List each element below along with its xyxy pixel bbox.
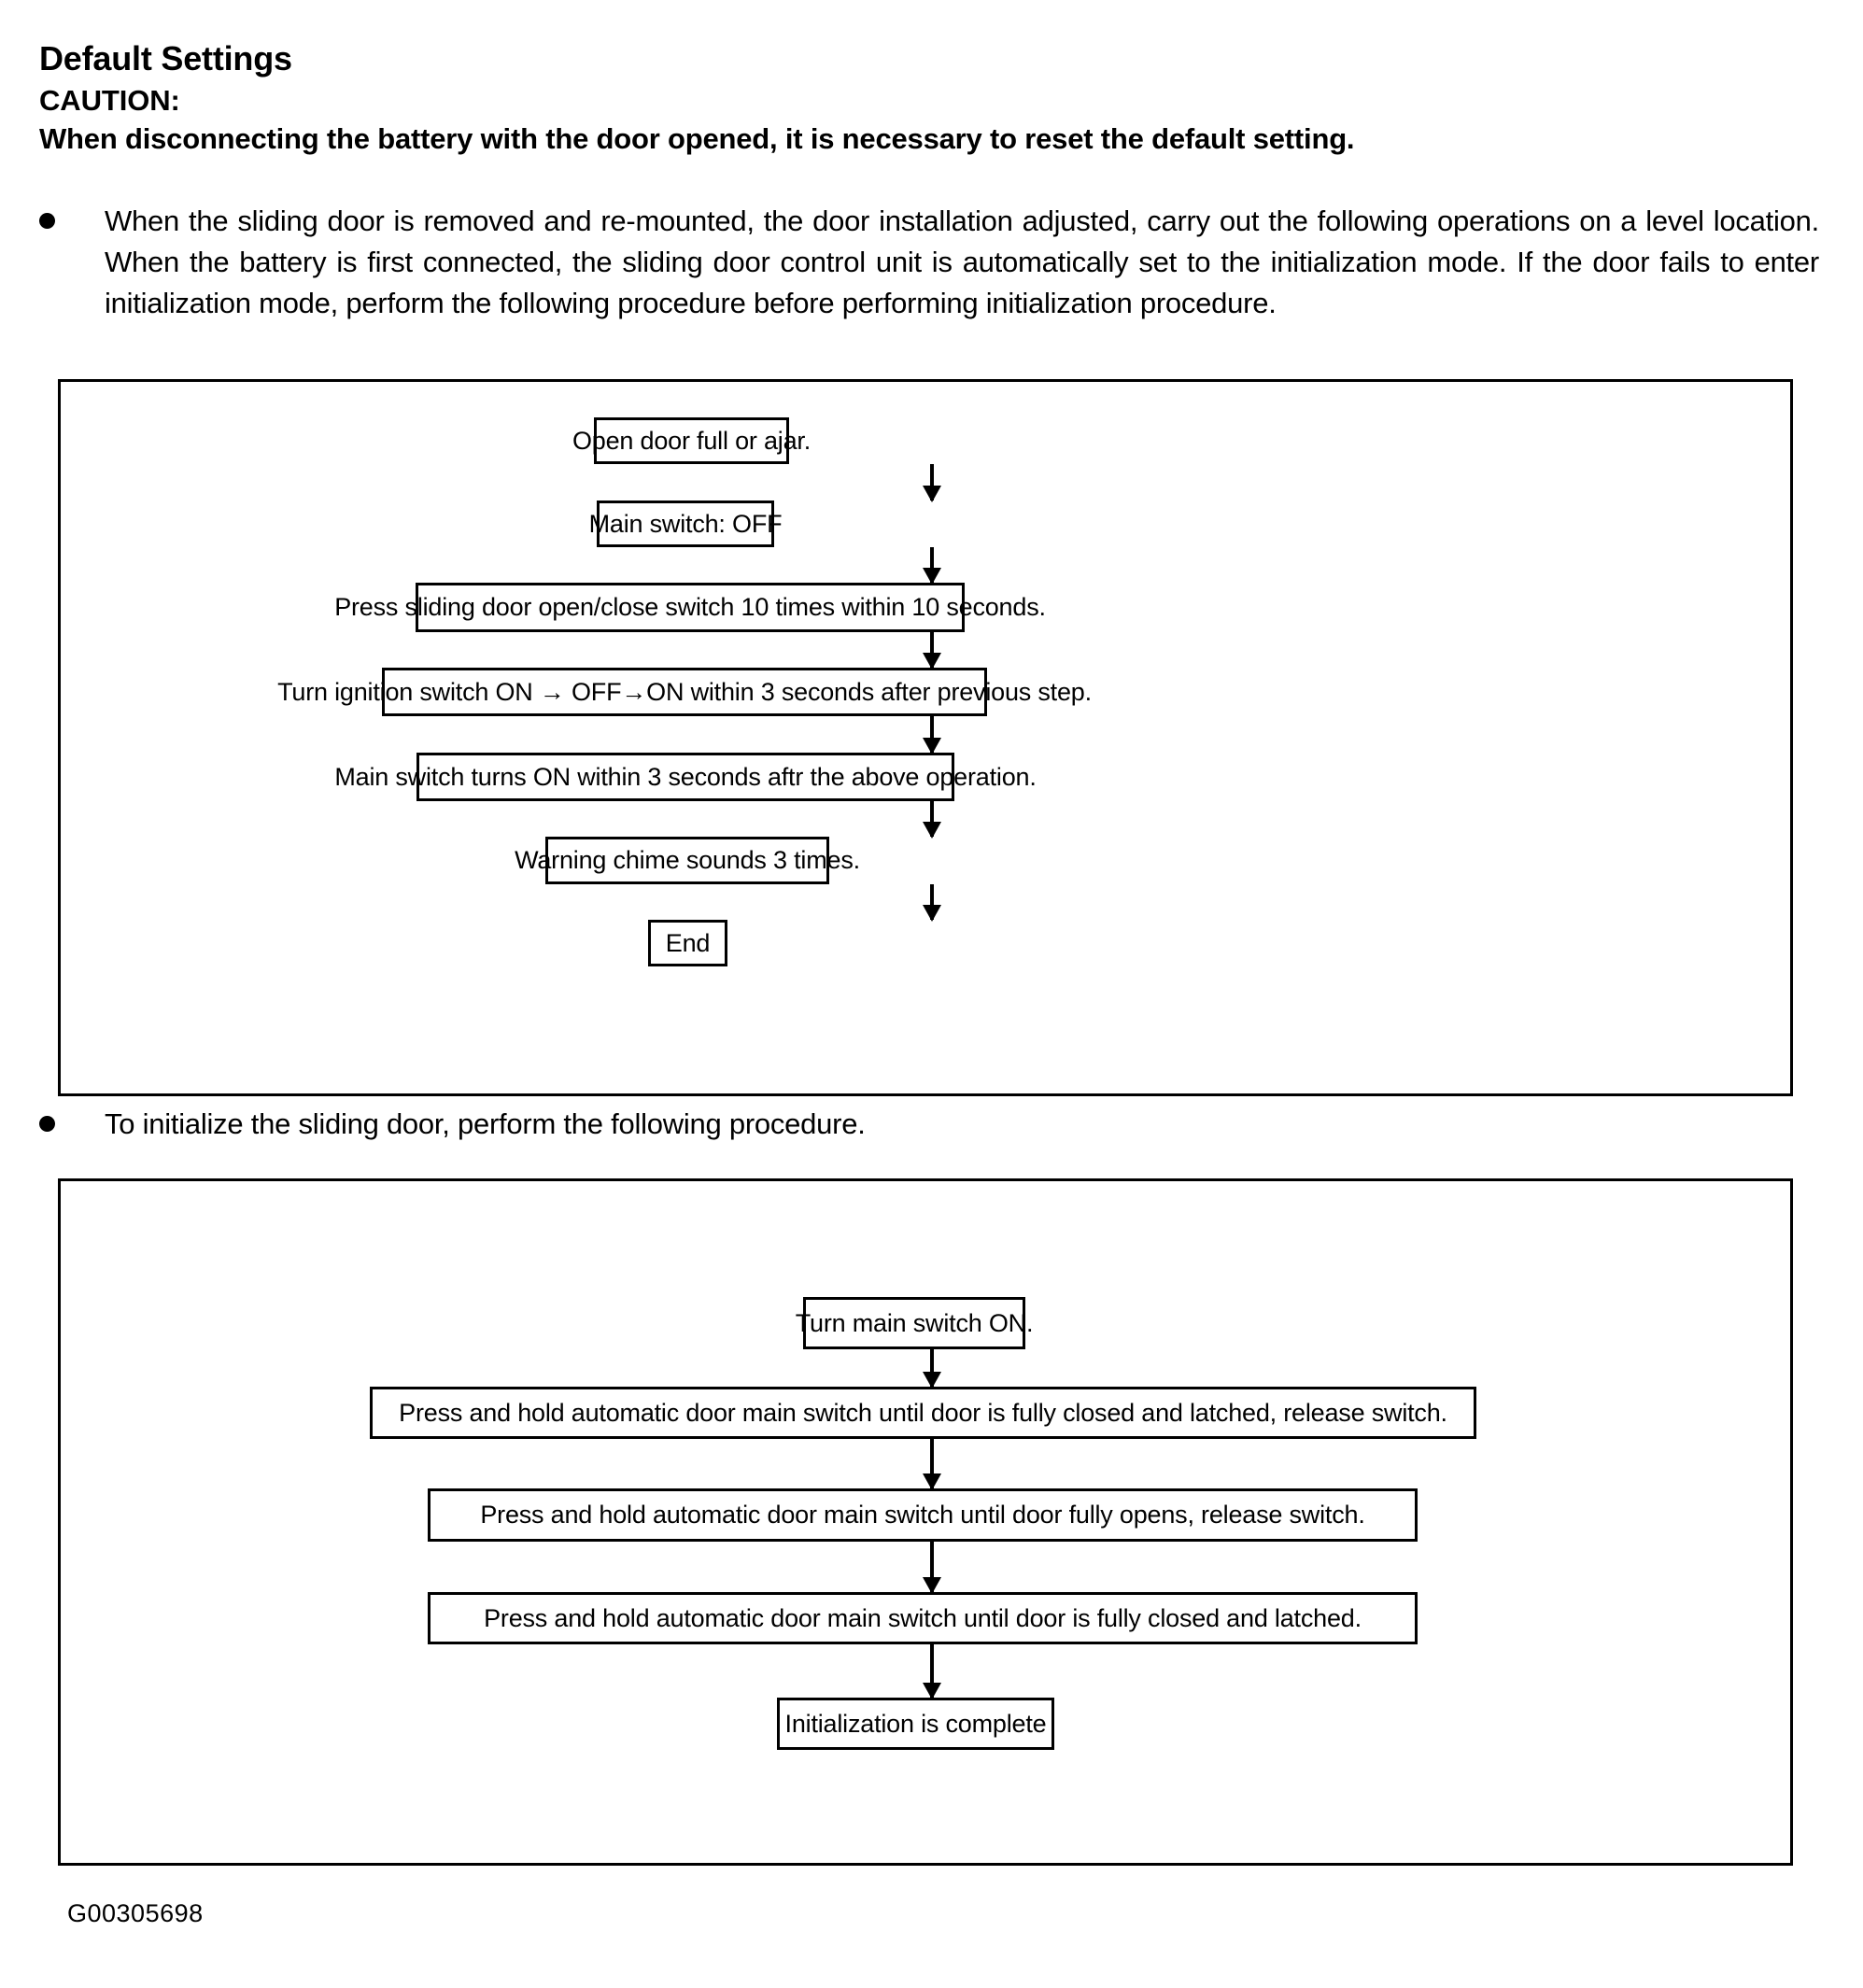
flow1-node-1: Open door full or ajar. — [572, 417, 811, 464]
flow1-connector-2 — [930, 547, 934, 583]
flow2-node-2: Press and hold automatic door main switc… — [370, 1387, 1476, 1439]
flow1-node-7: End — [648, 920, 727, 966]
flow2-node-1: Turn main switch ON. — [796, 1297, 1033, 1349]
flow1-connector-6 — [930, 884, 934, 920]
caution-text: When disconnecting the battery with the … — [39, 122, 1355, 156]
bullet-dot-icon — [39, 1104, 60, 1145]
flow2-connector-3 — [930, 1542, 934, 1592]
flow1-node-2: Main switch: OFF — [589, 501, 783, 547]
bullet-item-1-text: When the sliding door is removed and re-… — [105, 204, 1819, 319]
flow2-node-4: Press and hold automatic door main switc… — [428, 1592, 1418, 1644]
page-title: Default Settings — [39, 39, 292, 78]
bullet-item-2: To initialize the sliding door, perform … — [39, 1104, 1440, 1145]
flow1-node-6: Warning chime sounds 3 times. — [515, 837, 860, 884]
flow1-node-3: Press sliding door open/close switch 10 … — [334, 583, 1046, 632]
flow1-connector-1 — [930, 464, 934, 501]
flow1-node-5: Main switch turns ON within 3 seconds af… — [334, 753, 1037, 801]
bullet-item-2-text: To initialize the sliding door, perform … — [105, 1107, 866, 1140]
flow1-connector-3 — [930, 632, 934, 668]
footer-reference-code: G00305698 — [67, 1899, 204, 1927]
heading-block: Default Settings CAUTION: When disconnec… — [39, 39, 1814, 158]
flowchart-default-setting-reset-procedure: Open door full or ajar. Main switch: OFF… — [61, 382, 1790, 1093]
caution-label: CAUTION: — [39, 84, 180, 118]
flow2-node-5: Initialization is complete — [777, 1698, 1054, 1750]
flow2-node-3: Press and hold automatic door main switc… — [428, 1488, 1418, 1542]
flowchart-sliding-door-initialization-procedure: Turn main switch ON. Press and hold auto… — [61, 1181, 1790, 1863]
flow2-connector-4 — [930, 1644, 934, 1698]
flowchart-2-frame: Turn main switch ON. Press and hold auto… — [58, 1178, 1793, 1866]
bullet-item-1: When the sliding door is removed and re-… — [39, 201, 1819, 324]
bullet-dot-icon — [39, 201, 60, 242]
flow1-connector-4 — [930, 716, 934, 753]
flow2-connector-2 — [930, 1439, 934, 1488]
flowchart-1-frame: Open door full or ajar. Main switch: OFF… — [58, 379, 1793, 1096]
flow1-connector-5 — [930, 801, 934, 837]
flow1-node-4: Turn ignition switch ON → OFF→ON within … — [277, 668, 1092, 716]
flow2-connector-1 — [930, 1349, 934, 1387]
